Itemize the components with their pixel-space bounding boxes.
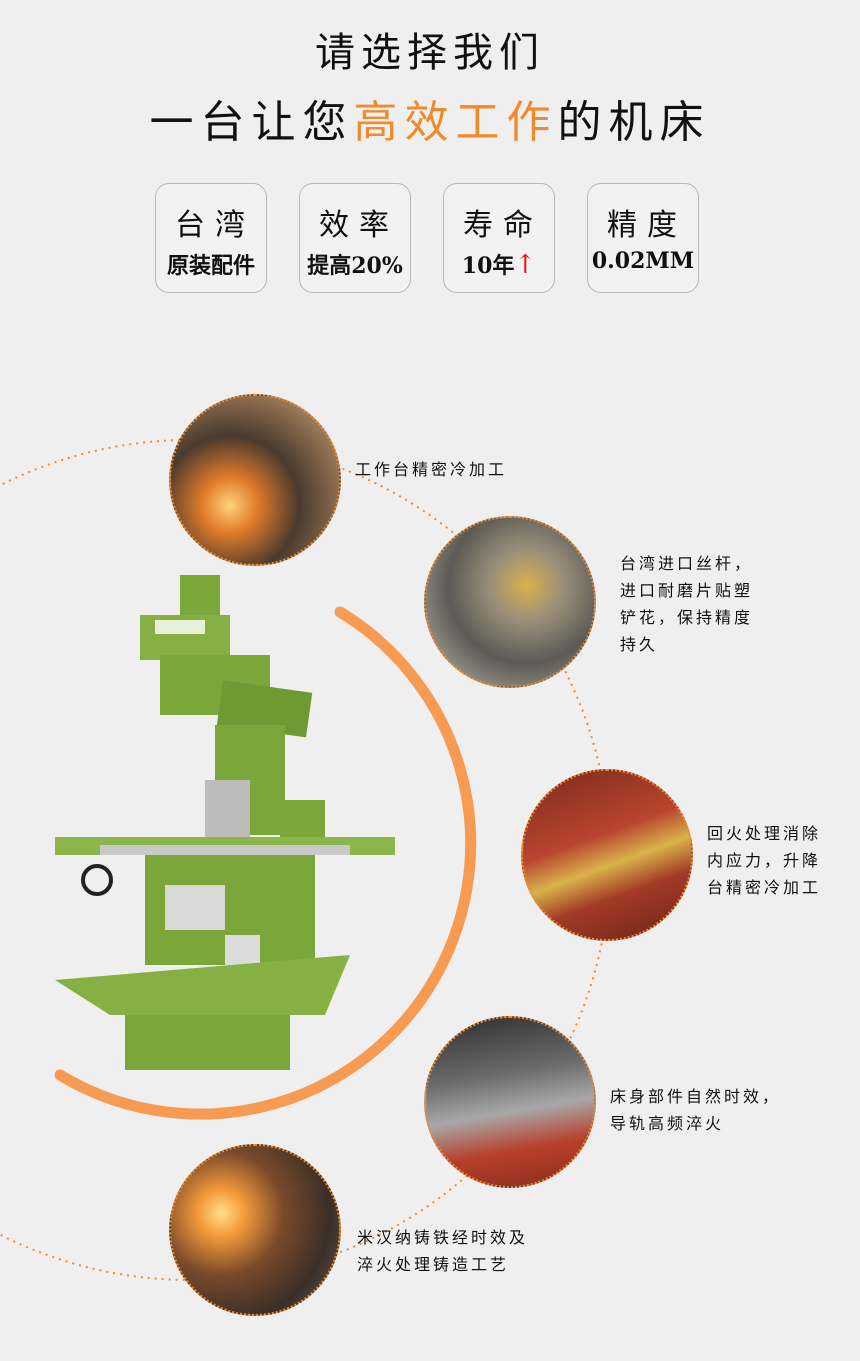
caption-casting: 米汉纳铸铁经时效及 淬火处理铸造工艺 — [357, 1228, 529, 1274]
photo-bed-parts — [424, 1016, 596, 1188]
caption-tempering: 回火处理消除 内应力，升降 台精密冷加工 — [707, 824, 822, 897]
headline-pre: 一台让您 — [149, 97, 354, 148]
badge-title: 寿命 — [463, 208, 543, 243]
photo-tempering — [521, 769, 693, 941]
badge-title: 精度 — [607, 208, 687, 243]
badge-title: 效率 — [319, 208, 399, 243]
badge-sub: 10年 — [461, 253, 515, 279]
badge-sub: 原装配件 — [166, 253, 255, 279]
badge-precision: 精度 0.02MM — [587, 183, 699, 293]
badge-sub: 提高20% — [307, 253, 403, 279]
caption-lead-screw: 台湾进口丝杆， 进口耐磨片贴塑 铲花，保持精度 持久 — [620, 554, 754, 654]
photo-casting — [169, 1144, 341, 1316]
badge-sub: 0.02MM — [591, 248, 695, 274]
orange-arc — [54, 606, 476, 1120]
up-arrow-icon: ↑ — [514, 250, 537, 280]
photo-worktable-machining — [169, 394, 341, 566]
badge-taiwan: 台湾原装配件 — [155, 183, 267, 293]
badge-title: 台湾 — [175, 208, 255, 243]
caption-worktable: 工作台精密冷加工 — [355, 460, 508, 479]
badge-lifespan: 寿命 10年↑ — [443, 183, 555, 293]
photo-lead-screw — [424, 516, 596, 688]
headline-post: 的机床 — [557, 97, 711, 148]
headline-highlight: 高效工作 — [353, 97, 558, 148]
headline-line1: 请选择我们 — [315, 30, 545, 76]
headline-line2: 一台让您高效工作的机床 — [0, 86, 860, 150]
caption-bed-parts: 床身部件自然时效， 导轨高频淬火 — [610, 1087, 782, 1133]
milling-machine-image — [55, 575, 395, 1070]
badge-efficiency: 效率提高20% — [299, 183, 411, 293]
